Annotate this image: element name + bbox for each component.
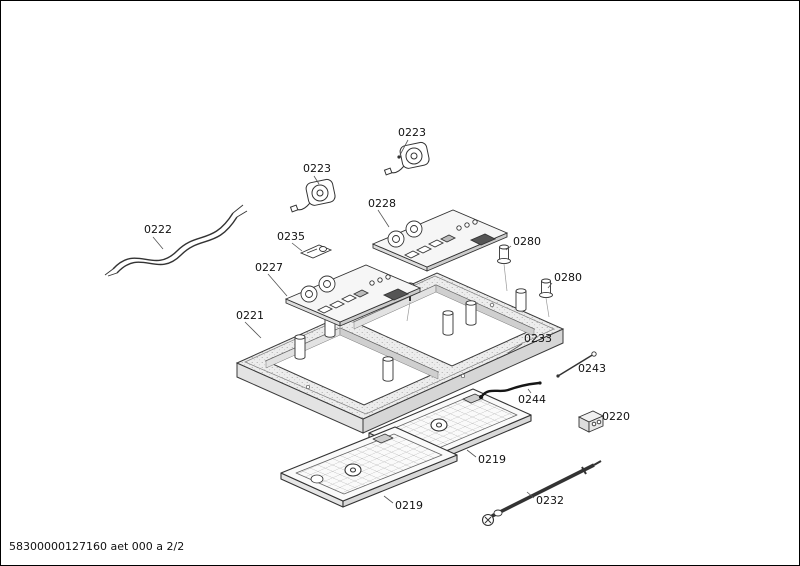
part-label-0243: 0243 xyxy=(578,362,606,375)
wire-0244 xyxy=(479,381,542,399)
part-label-0220: 0220 xyxy=(602,410,630,423)
rod-0232 xyxy=(481,460,602,527)
cable-0222 xyxy=(104,204,248,277)
rod-0243 xyxy=(556,351,597,378)
screw-0280-upper xyxy=(497,244,511,292)
part-label-0223-top: 0223 xyxy=(398,126,426,139)
component-0223-top xyxy=(383,141,430,176)
tray-0219-left xyxy=(280,426,458,508)
part-label-0227: 0227 xyxy=(255,261,283,274)
part-label-0233: 0233 xyxy=(524,332,552,345)
screw-0280-lower xyxy=(539,278,553,318)
part-label-0228: 0228 xyxy=(368,197,396,210)
part-label-0235: 0235 xyxy=(277,230,305,243)
document-number: 58300000127160 aet 000 a 2/2 xyxy=(9,540,185,553)
component-0223-left xyxy=(289,178,336,213)
part-label-0219-right: 0219 xyxy=(478,453,506,466)
part-label-0280-upper: 0280 xyxy=(513,235,541,248)
pcb-0228 xyxy=(371,209,509,322)
part-label-0223-left: 0223 xyxy=(303,162,331,175)
part-label-0232: 0232 xyxy=(536,494,564,507)
part-label-0221: 0221 xyxy=(236,309,264,322)
block-0220 xyxy=(577,410,605,433)
part-label-0244: 0244 xyxy=(518,393,546,406)
leader-lines xyxy=(152,139,553,504)
component-0235 xyxy=(299,244,333,259)
part-label-0280-lower: 0280 xyxy=(554,271,582,284)
pcb-0227 xyxy=(284,264,422,327)
part-label-0222: 0222 xyxy=(144,223,172,236)
part-label-0219-left: 0219 xyxy=(395,499,423,512)
